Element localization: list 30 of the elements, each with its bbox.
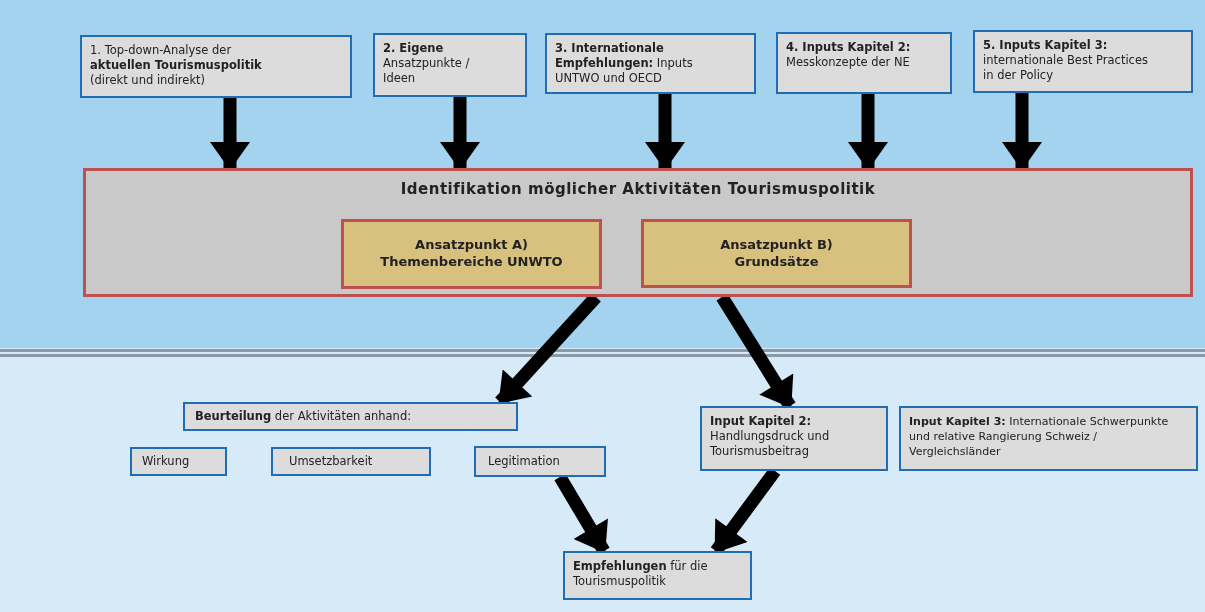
box-text: Legitimation [488,454,561,469]
group-panel [83,168,1193,297]
box-text: 3. Internationale Empfehlungen: Inputs UNTWO und OECD [555,41,694,86]
box-text: 1. Top-down-Analyse der aktuellen Tourismuspolitik (direkt und indirekt) [90,43,263,88]
text-box [700,406,888,471]
text-box [271,447,431,476]
text-box [899,406,1198,471]
box-text: Ansatzpunkt B) Grundsätze [719,236,834,270]
text-box [973,30,1193,93]
panel-heading: Identifikation möglicher Aktivitäten Tourismuspolitik [400,179,876,199]
box-text: 4. Inputs Kapitel 2: Messkonzepte der NE [786,40,912,70]
text-box [474,446,606,477]
box-text: 2. Eigene Ansatzpunkte / Ideen [383,41,471,86]
text-box [183,402,518,431]
approach-box [641,219,912,288]
box-text: Input Kapitel 2: Handlungsdruck und Tourismusbeitrag [710,414,831,459]
box-text: Input Kapitel 3: Internationale Schwerpunkte und relative Rangierung Schweiz / Vergleichsländer [909,414,1170,459]
text-box [776,32,952,94]
box-text: Wirkung [142,454,191,469]
text-box [563,551,752,600]
text-box [130,447,227,476]
approach-box [341,219,602,289]
text-box [80,35,352,98]
text-box [373,33,527,97]
box-text: Ansatzpunkt A) Themenbereiche UNWTO [379,236,564,270]
box-text: Umsetzbarkeit [289,454,374,469]
box-text: 5. Inputs Kapitel 3: internationale Best Practices in der Policy [983,38,1149,83]
box-text: Empfehlungen für die Tourismuspolitik [573,559,709,589]
box-text: Beurteilung der Aktivitäten anhand: [195,409,413,424]
text-box [545,33,756,94]
